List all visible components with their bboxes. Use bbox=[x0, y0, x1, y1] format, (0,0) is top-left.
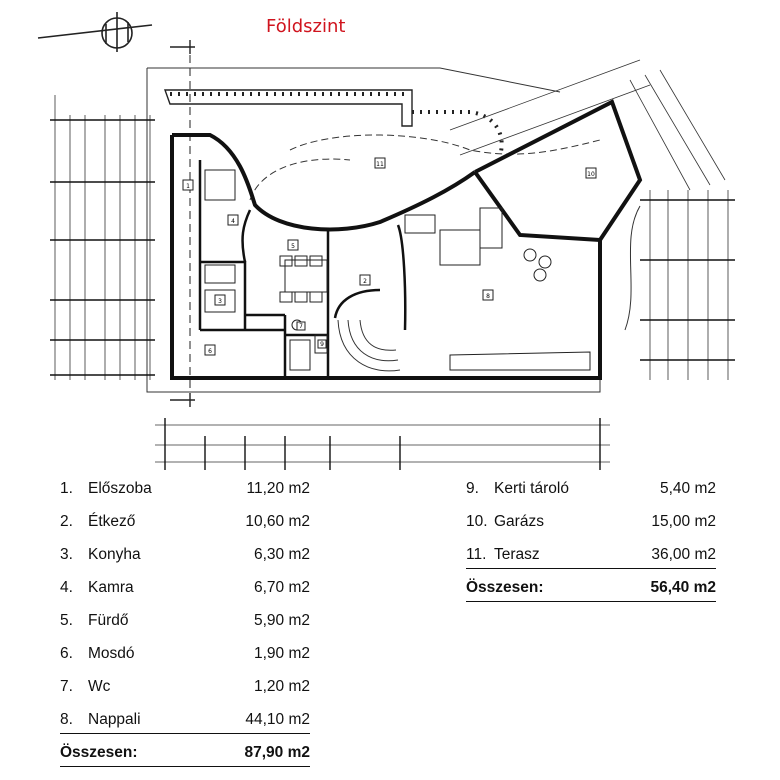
room-name: Fürdő bbox=[88, 612, 129, 629]
plan-title: Földszint bbox=[266, 16, 346, 37]
room-name: Előszoba bbox=[88, 480, 152, 497]
room-number: 1. bbox=[60, 480, 73, 497]
room-name: Mosdó bbox=[88, 645, 135, 662]
room-tag: 7 bbox=[299, 323, 303, 330]
room-area: 11,20 m2 bbox=[246, 480, 310, 497]
room-row: 9. Kerti tároló 5,40 m2 bbox=[466, 480, 716, 502]
room-area: 5,90 m2 bbox=[253, 612, 310, 629]
room-tag: 5 bbox=[291, 243, 295, 250]
section-marker-top bbox=[170, 40, 195, 54]
room-row: 1. Előszoba 11,20 m2 bbox=[60, 480, 310, 502]
room-name: Wc bbox=[88, 678, 111, 695]
room-tag: 8 bbox=[486, 293, 490, 300]
room-area: 36,00 m2 bbox=[651, 546, 716, 563]
room-row: 5. Fürdő 5,90 m2 bbox=[60, 612, 310, 634]
room-name: Kerti tároló bbox=[494, 480, 569, 497]
room-number: 6. bbox=[60, 645, 73, 662]
total-row: Összesen: 87,90 m2 bbox=[60, 744, 310, 767]
room-number: 2. bbox=[60, 513, 73, 530]
total-label: Összesen: bbox=[60, 744, 138, 761]
room-area: 10,60 m2 bbox=[245, 513, 310, 530]
room-row: 2. Étkező 10,60 m2 bbox=[60, 513, 310, 535]
ground-floor-area-table: 1. Előszoba 11,20 m2 2. Étkező 10,60 m2 … bbox=[60, 480, 310, 770]
room-area: 1,20 m2 bbox=[253, 678, 310, 695]
room-number: 3. bbox=[60, 546, 73, 563]
room-number: 10. bbox=[466, 513, 488, 530]
floor-plan-drawing: 11 10 1 4 5 2 8 3 6 7 9 bbox=[37, 12, 735, 470]
total-area: 87,90 m2 bbox=[244, 744, 311, 761]
extra-area-table: 9. Kerti tároló 5,40 m2 10. Garázs 15,00… bbox=[466, 480, 716, 605]
room-number: 9. bbox=[466, 480, 479, 497]
room-row: 11. Terasz 36,00 m2 bbox=[466, 546, 716, 569]
sofa-icon bbox=[404, 207, 591, 371]
room-name: Nappali bbox=[88, 711, 141, 728]
room-number: 4. bbox=[60, 579, 73, 596]
total-area: 56,40 m2 bbox=[650, 579, 717, 596]
room-area: 6,70 m2 bbox=[253, 579, 310, 596]
room-name: Terasz bbox=[494, 546, 540, 563]
room-tag: 4 bbox=[231, 218, 235, 225]
room-area: 1,90 m2 bbox=[253, 645, 310, 662]
room-number: 5. bbox=[60, 612, 73, 629]
room-number: 8. bbox=[60, 711, 73, 728]
total-row: Összesen: 56,40 m2 bbox=[466, 579, 716, 602]
section-marker-bottom bbox=[170, 393, 195, 407]
total-label: Összesen: bbox=[466, 579, 544, 596]
room-area: 44,10 m2 bbox=[245, 711, 310, 728]
room-row: 3. Konyha 6,30 m2 bbox=[60, 546, 310, 568]
dining-table-icon bbox=[279, 255, 328, 303]
room-row: 6. Mosdó 1,90 m2 bbox=[60, 645, 310, 667]
room-number: 11. bbox=[466, 546, 487, 563]
room-tag: 9 bbox=[320, 341, 324, 348]
room-row: 7. Wc 1,20 m2 bbox=[60, 678, 310, 700]
room-tag: 11 bbox=[376, 161, 384, 168]
room-area: 5,40 m2 bbox=[659, 480, 716, 497]
room-number: 7. bbox=[60, 678, 73, 695]
north-arrow-icon bbox=[37, 12, 153, 52]
room-tag: 1 bbox=[186, 183, 190, 190]
room-name: Étkező bbox=[88, 513, 136, 530]
room-name: Garázs bbox=[494, 513, 544, 530]
room-area: 6,30 m2 bbox=[253, 546, 310, 563]
room-tag: 3 bbox=[218, 298, 222, 305]
room-name: Konyha bbox=[88, 546, 141, 563]
room-row: 4. Kamra 6,70 m2 bbox=[60, 579, 310, 601]
room-row: 10. Garázs 15,00 m2 bbox=[466, 513, 716, 535]
room-tag: 2 bbox=[363, 278, 367, 285]
room-row: 8. Nappali 44,10 m2 bbox=[60, 711, 310, 734]
room-name: Kamra bbox=[88, 579, 134, 596]
room-tag: 10 bbox=[587, 171, 595, 178]
room-tag: 6 bbox=[208, 348, 212, 355]
room-area: 15,00 m2 bbox=[651, 513, 716, 530]
